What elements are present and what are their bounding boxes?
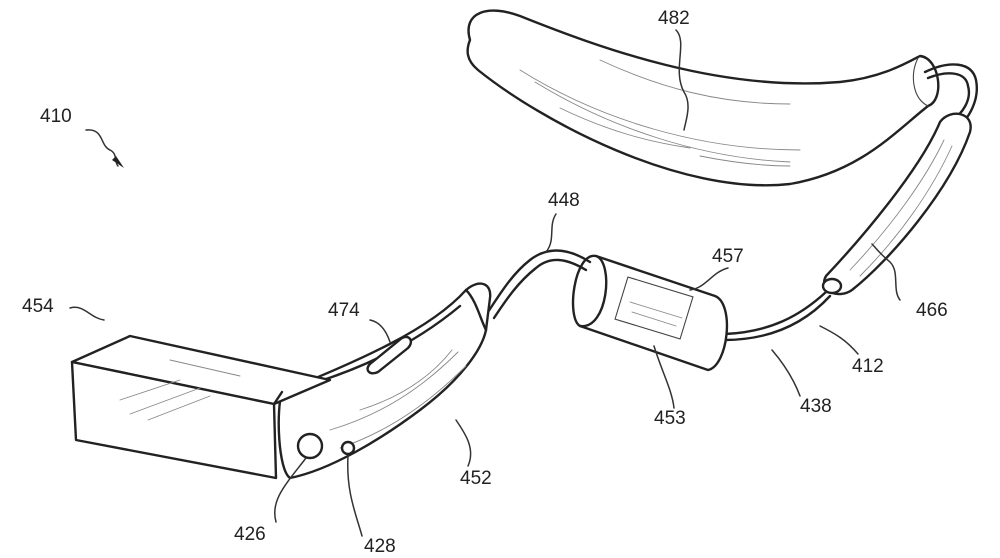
label-482: 482 — [658, 8, 690, 29]
label-412: 412 — [852, 356, 884, 377]
sensor-428 — [340, 440, 356, 456]
label-452: 452 — [460, 468, 492, 489]
label-428: 428 — [364, 536, 396, 557]
display-prism-454 — [70, 334, 332, 480]
lens-426 — [296, 432, 324, 460]
label-453: 453 — [654, 408, 686, 429]
label-466: 466 — [916, 300, 948, 321]
touch-button-474 — [366, 335, 413, 375]
cable-412-438 — [722, 290, 832, 342]
label-410: 410 — [40, 106, 72, 127]
housing-457-453 — [571, 254, 729, 372]
label-448: 448 — [548, 190, 580, 211]
ear-piece-482 — [466, 9, 940, 187]
band-466 — [821, 112, 972, 296]
reference-labels: 410 482 448 457 474 454 466 412 438 453 … — [22, 8, 948, 557]
label-457: 457 — [712, 246, 744, 267]
side-arm-452 — [277, 282, 492, 480]
leader-lines — [69, 29, 901, 537]
label-454: 454 — [22, 296, 54, 317]
label-438: 438 — [800, 396, 832, 417]
label-474: 474 — [328, 300, 360, 321]
label-426: 426 — [234, 524, 266, 545]
cable-448 — [486, 249, 592, 320]
